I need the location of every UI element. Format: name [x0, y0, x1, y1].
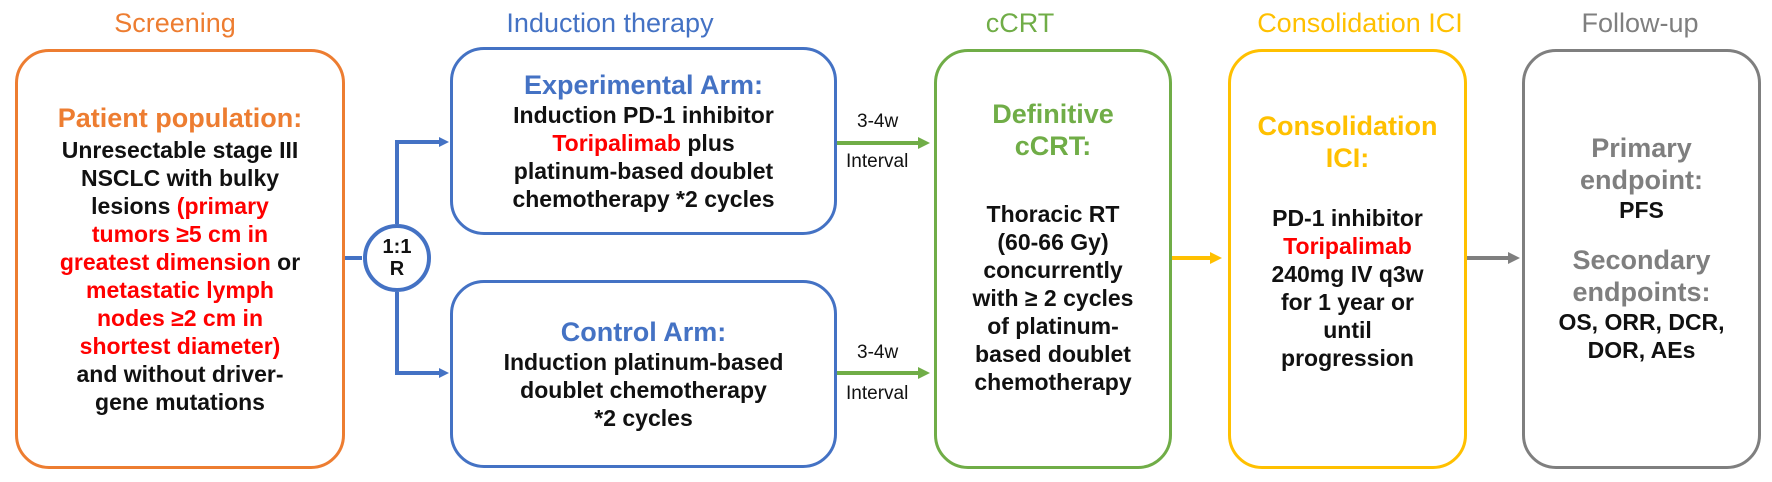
ccrt-line-5: of platinum-	[987, 313, 1119, 339]
population-line-3: lesions (primary	[91, 192, 269, 220]
experimental-arm-text: plus	[680, 130, 735, 156]
population-line-9: and without driver-	[76, 361, 284, 387]
control-arm-box: Control Arm: Induction platinum-based do…	[450, 280, 837, 468]
ccrt-line-3: concurrently	[983, 257, 1123, 283]
stage-title-followup: Follow-up	[1581, 8, 1699, 38]
population-line-4: tumors ≥5 cm in	[91, 221, 269, 247]
population-line-5: greatest dimension or	[60, 248, 300, 276]
stage-title-induction: Induction therapy	[506, 8, 714, 38]
consolidation-line-1: PD-1 inhibitor	[1272, 205, 1423, 231]
experimental-arm-line-2: Toripalimab plus	[552, 129, 734, 157]
patient-population-heading: Patient population:	[57, 103, 303, 133]
ccrt-line-7: chemotherapy	[974, 369, 1132, 395]
drug-name-toripalimab: Toripalimab	[1283, 233, 1412, 259]
experimental-arm-heading: Experimental Arm:	[523, 70, 764, 100]
control-arm-heading: Control Arm:	[560, 317, 727, 347]
screening-box: Patient population: Unresectable stage I…	[15, 49, 345, 469]
experimental-arm-line-1: Induction PD-1 inhibitor	[513, 102, 774, 128]
primary-endpoint-heading-2: endpoint:	[1580, 165, 1703, 195]
stage-title-screening: Screening	[114, 8, 236, 38]
interval-top-time: 3-4w	[857, 111, 899, 132]
ccrt-line-1: Thoracic RT	[986, 201, 1120, 227]
population-line-8: shortest diameter)	[79, 333, 281, 359]
drug-name-toripalimab: Toripalimab	[552, 130, 681, 156]
followup-box: Primary endpoint: PFS Secondary endpoint…	[1522, 49, 1761, 469]
consolidation-line-3: 240mg IV q3w	[1271, 261, 1424, 287]
control-arm-line-1: Induction platinum-based	[503, 349, 784, 375]
population-line-2: NSCLC with bulky	[80, 165, 280, 191]
interval-top-label: Interval	[846, 151, 909, 172]
consolidation-box: Consolidation ICI: PD-1 inhibitor Toripa…	[1228, 49, 1467, 469]
population-criteria: greatest dimension	[59, 249, 271, 275]
ccrt-line-4: with ≥ 2 cycles	[972, 285, 1134, 311]
secondary-endpoints-line-2: DOR, AEs	[1587, 337, 1696, 363]
experimental-arm-box: Experimental Arm: Induction PD-1 inhibit…	[450, 47, 837, 235]
consolidation-line-4: for 1 year or	[1281, 289, 1414, 315]
population-text: or	[270, 249, 301, 275]
randomization-letter: R	[389, 258, 405, 280]
population-line-7: nodes ≥2 cm in	[97, 305, 263, 331]
stage-title-consolidation: Consolidation ICI	[1257, 8, 1463, 38]
population-text: lesions	[91, 193, 177, 219]
stage-title-ccrt: cCRT	[985, 8, 1055, 38]
secondary-endpoints-heading-1: Secondary	[1572, 245, 1711, 275]
consolidation-heading-2: ICI:	[1325, 143, 1370, 173]
randomization-ratio: 1:1	[382, 236, 412, 258]
population-line-6: metastatic lymph	[86, 277, 274, 303]
secondary-endpoints-line-1: OS, ORR, DCR,	[1558, 309, 1725, 335]
consolidation-heading-1: Consolidation	[1257, 111, 1438, 141]
consolidation-line-6: progression	[1281, 345, 1414, 371]
experimental-arm-line-4: chemotherapy *2 cycles	[512, 186, 775, 212]
experimental-arm-line-3: platinum-based doublet	[513, 158, 774, 184]
population-criteria: (primary	[176, 193, 269, 219]
interval-bottom-label: Interval	[846, 383, 909, 404]
secondary-endpoints-heading-2: endpoints:	[1572, 277, 1711, 307]
ccrt-line-2: (60-66 Gy)	[997, 229, 1109, 255]
ccrt-line-6: based doublet	[975, 341, 1131, 367]
primary-endpoint-value: PFS	[1619, 197, 1664, 223]
population-line-1: Unresectable stage III	[61, 137, 299, 163]
control-arm-line-3: *2 cycles	[594, 405, 693, 431]
interval-bottom-time: 3-4w	[857, 342, 899, 363]
randomization-circle: 1:1 R	[363, 224, 431, 292]
consolidation-line-5: until	[1323, 317, 1372, 343]
ccrt-heading-1: Definitive	[992, 99, 1114, 129]
ccrt-heading-2: cCRT:	[1014, 131, 1092, 161]
ccrt-box: Definitive cCRT: Thoracic RT (60-66 Gy) …	[934, 49, 1172, 469]
population-line-10: gene mutations	[95, 389, 265, 415]
primary-endpoint-heading-1: Primary	[1591, 133, 1692, 163]
control-arm-line-2: doublet chemotherapy	[520, 377, 767, 403]
